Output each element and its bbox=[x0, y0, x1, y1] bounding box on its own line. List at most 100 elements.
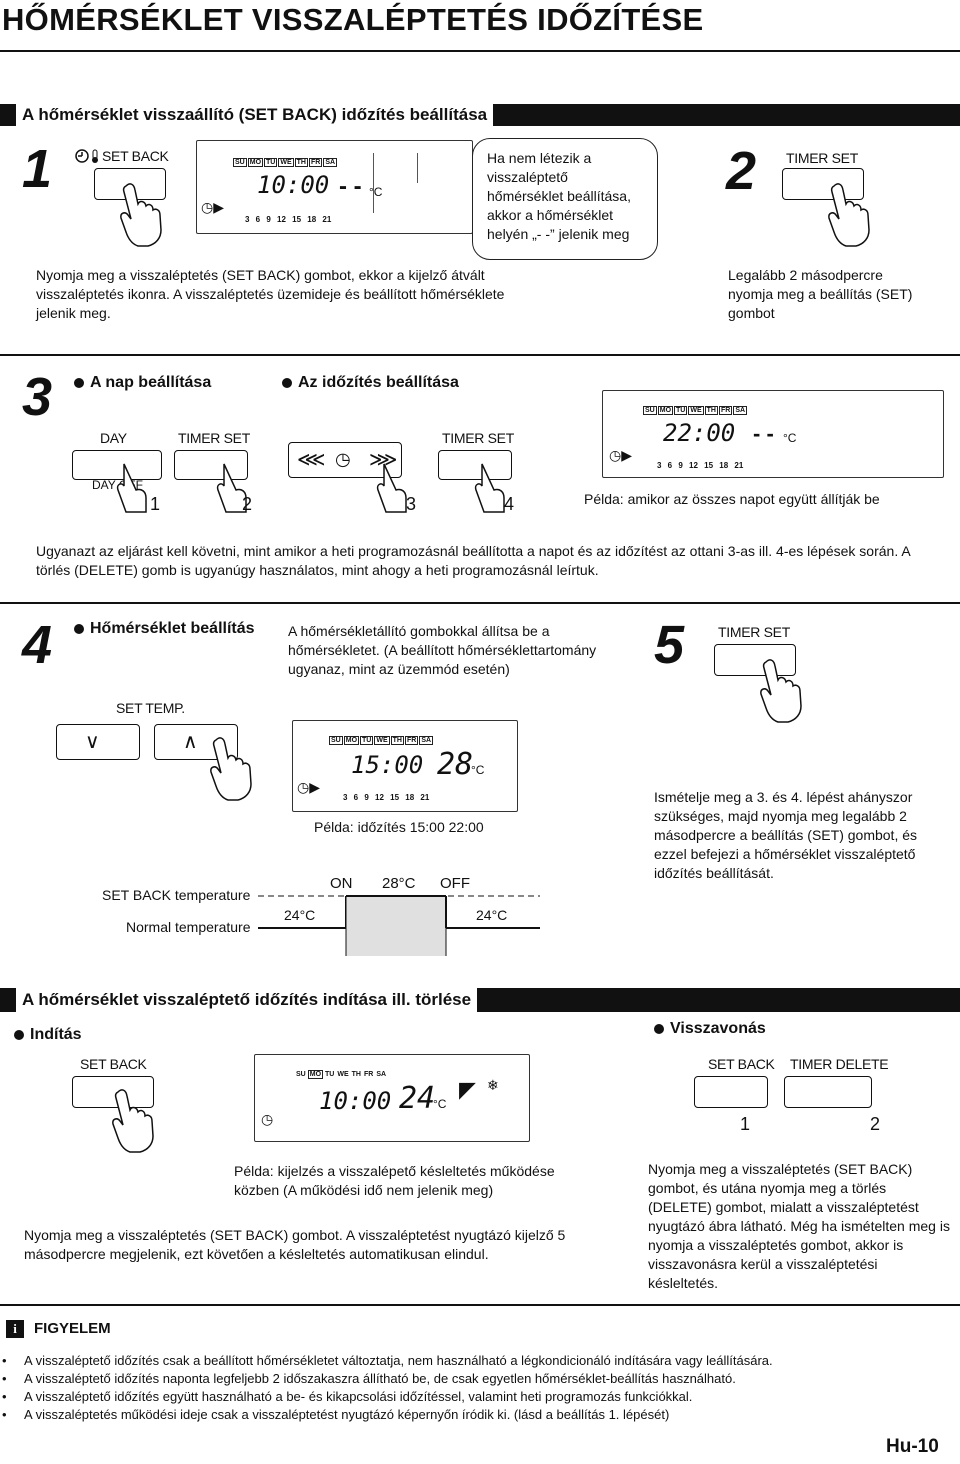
chevron-down-icon: ∨ bbox=[85, 731, 100, 753]
bullet-dot bbox=[14, 1029, 24, 1040]
clock-icon: ◷ bbox=[335, 449, 351, 469]
lcd-unit: °C bbox=[369, 185, 383, 199]
timer-set-button-step2[interactable] bbox=[782, 168, 864, 200]
notice-title: FIGYELEM bbox=[34, 1320, 111, 1337]
list-item: A visszaléptető időzítés naponta legfelj… bbox=[2, 1370, 958, 1387]
day-chip: TH bbox=[294, 158, 308, 167]
finger-number-1: 1 bbox=[150, 494, 161, 514]
step-4-desc: A hőmérsékletállító gombokkal állítsa be… bbox=[288, 623, 597, 677]
timer-set-label-3b: TIMER SET bbox=[442, 430, 514, 446]
hand-pointer-icon bbox=[474, 463, 505, 513]
timer-set-button-3b[interactable] bbox=[438, 450, 512, 480]
day-chip: MO bbox=[657, 406, 674, 415]
start-example: Példa: kijelzés a visszalépető késleltet… bbox=[234, 1163, 555, 1198]
day-label: DAY bbox=[100, 430, 127, 446]
fan-speed-icon: ◤ bbox=[459, 1077, 476, 1102]
day-chip: TH bbox=[351, 1071, 361, 1078]
graph-setback-label: SET BACK temperature bbox=[102, 887, 251, 903]
info-icon: i bbox=[6, 1320, 24, 1338]
bullet-dot bbox=[282, 377, 292, 388]
temp-down-button[interactable]: ∨ bbox=[56, 724, 140, 760]
heading-time-text: Az időzítés beállítása bbox=[298, 374, 459, 391]
chevron-up-icon: ∧ bbox=[183, 731, 198, 753]
timer-set-label-3a: TIMER SET bbox=[178, 430, 250, 446]
graph-normal-left: 24°C bbox=[284, 907, 316, 923]
section-title-setup: A hőmérséklet visszaállító (SET BACK) id… bbox=[16, 104, 494, 126]
day-chip: FR bbox=[308, 158, 323, 167]
heading-time: Az időzítés beállítása bbox=[282, 374, 459, 392]
day-chip: TU bbox=[360, 736, 374, 745]
finger-number-4: 4 bbox=[504, 494, 515, 514]
day-chip: SU bbox=[296, 1071, 306, 1078]
cancel-setback-button[interactable] bbox=[694, 1076, 768, 1108]
arrow-button-group: ⋘ ◷ ⋙ bbox=[288, 442, 402, 478]
timer-delete-button[interactable] bbox=[784, 1076, 872, 1108]
day-chip: SU bbox=[233, 158, 247, 167]
day-chip: FR bbox=[718, 406, 733, 415]
day-chip: SA bbox=[323, 158, 338, 167]
lcd-unit: °C bbox=[433, 1097, 447, 1111]
start-setback-button[interactable] bbox=[72, 1076, 154, 1108]
day-chip: SU bbox=[329, 736, 343, 745]
lcd-temp: - - bbox=[753, 421, 774, 446]
finger-number-2: 2 bbox=[242, 494, 253, 514]
day-chip: MO bbox=[307, 1070, 324, 1079]
graph-setback-temp: 28°C bbox=[382, 875, 416, 892]
day-chip: SA bbox=[376, 1071, 387, 1078]
hand-pointer-icon bbox=[116, 463, 147, 513]
lcd-temp: 28 bbox=[437, 747, 474, 782]
day-chip: TU bbox=[325, 1071, 335, 1078]
snowflake-icon: ❄ bbox=[487, 1077, 499, 1093]
info-bubble-step1: Ha nem létezik a visszaléptető hőmérsékl… bbox=[472, 138, 658, 260]
lcd-mode-icons: ◷▶ bbox=[297, 779, 320, 795]
hand-pointer-icon bbox=[828, 183, 870, 247]
finger-number-3: 3 bbox=[406, 494, 417, 514]
day-chip: TH bbox=[390, 736, 404, 745]
timer-set-label-step2: TIMER SET bbox=[786, 150, 858, 166]
hand-pointer-icon bbox=[760, 659, 802, 723]
heading-day: A nap beállítása bbox=[74, 374, 211, 392]
step-1-text: Nyomja meg a visszaléptetés (SET BACK) g… bbox=[36, 267, 505, 321]
hand-pointer-icon bbox=[216, 463, 247, 513]
divider bbox=[0, 354, 960, 356]
graph-normal-label: Normal temperature bbox=[126, 919, 251, 935]
list-item: A visszaléptető időzítés együtt használh… bbox=[2, 1388, 958, 1405]
lcd-unit: °C bbox=[471, 763, 485, 777]
setback-icon-group bbox=[74, 148, 102, 169]
lcd-time: 10:00 bbox=[319, 1087, 392, 1115]
step-5-number: 5 bbox=[654, 615, 685, 675]
lcd-scale: 3 6 9 12 15 18 21 bbox=[657, 461, 744, 470]
day-chip: TU bbox=[264, 158, 278, 167]
timer-set-button-3a[interactable] bbox=[174, 450, 248, 480]
day-chip: FR bbox=[404, 736, 419, 745]
timer-set-button-step5[interactable] bbox=[714, 644, 796, 676]
day-chip: WE bbox=[688, 406, 704, 415]
heading-day-text: A nap beállítása bbox=[90, 374, 212, 391]
cancel-finger-1: 1 bbox=[740, 1114, 751, 1134]
page-number: Hu-10 bbox=[886, 1436, 939, 1457]
title-rule bbox=[0, 50, 960, 52]
day-chip: TH bbox=[704, 406, 718, 415]
temperature-graph bbox=[258, 895, 540, 956]
lcd-temp: 24 bbox=[399, 1081, 436, 1116]
lcd-mode-icons: ◷▶ bbox=[201, 199, 224, 215]
left-arrow-icon[interactable]: ⋘ bbox=[297, 449, 326, 471]
step-3-example: Példa: amikor az összes napot együtt áll… bbox=[584, 491, 880, 507]
bullet-dot bbox=[654, 1023, 664, 1034]
lcd-scale: 3 6 9 12 15 18 21 bbox=[343, 793, 430, 802]
hand-pointer-icon bbox=[210, 737, 252, 801]
lcd-time: 10:00 bbox=[257, 171, 330, 199]
day-button[interactable] bbox=[72, 450, 162, 480]
lcd-grid-line bbox=[417, 153, 418, 183]
right-arrow-icon[interactable]: ⋙ bbox=[369, 449, 398, 471]
step-2-text: Legalább 2 másodpercre nyomja meg a beál… bbox=[728, 267, 913, 321]
step-2-number: 2 bbox=[726, 141, 757, 201]
divider bbox=[0, 1304, 960, 1306]
step-4-example: Példa: időzítés 15:00 22:00 bbox=[314, 819, 484, 835]
